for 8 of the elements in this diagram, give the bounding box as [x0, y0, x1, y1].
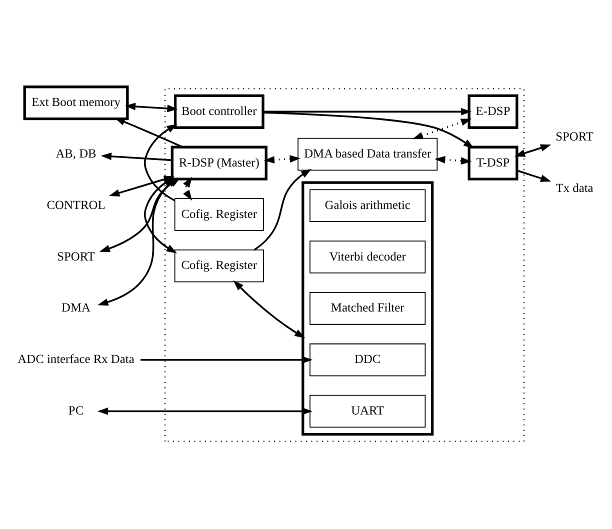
node-text: SPORT — [57, 248, 95, 263]
node-text: Tx data — [556, 180, 594, 195]
node-text: AB, DB — [56, 146, 96, 160]
node-text: SPORT — [556, 129, 594, 144]
node-text: ADC interface Rx Data — [18, 352, 134, 366]
node-text: CONTROL — [46, 197, 106, 212]
node-text: PC — [68, 403, 84, 418]
node-text: DMA — [62, 300, 90, 314]
